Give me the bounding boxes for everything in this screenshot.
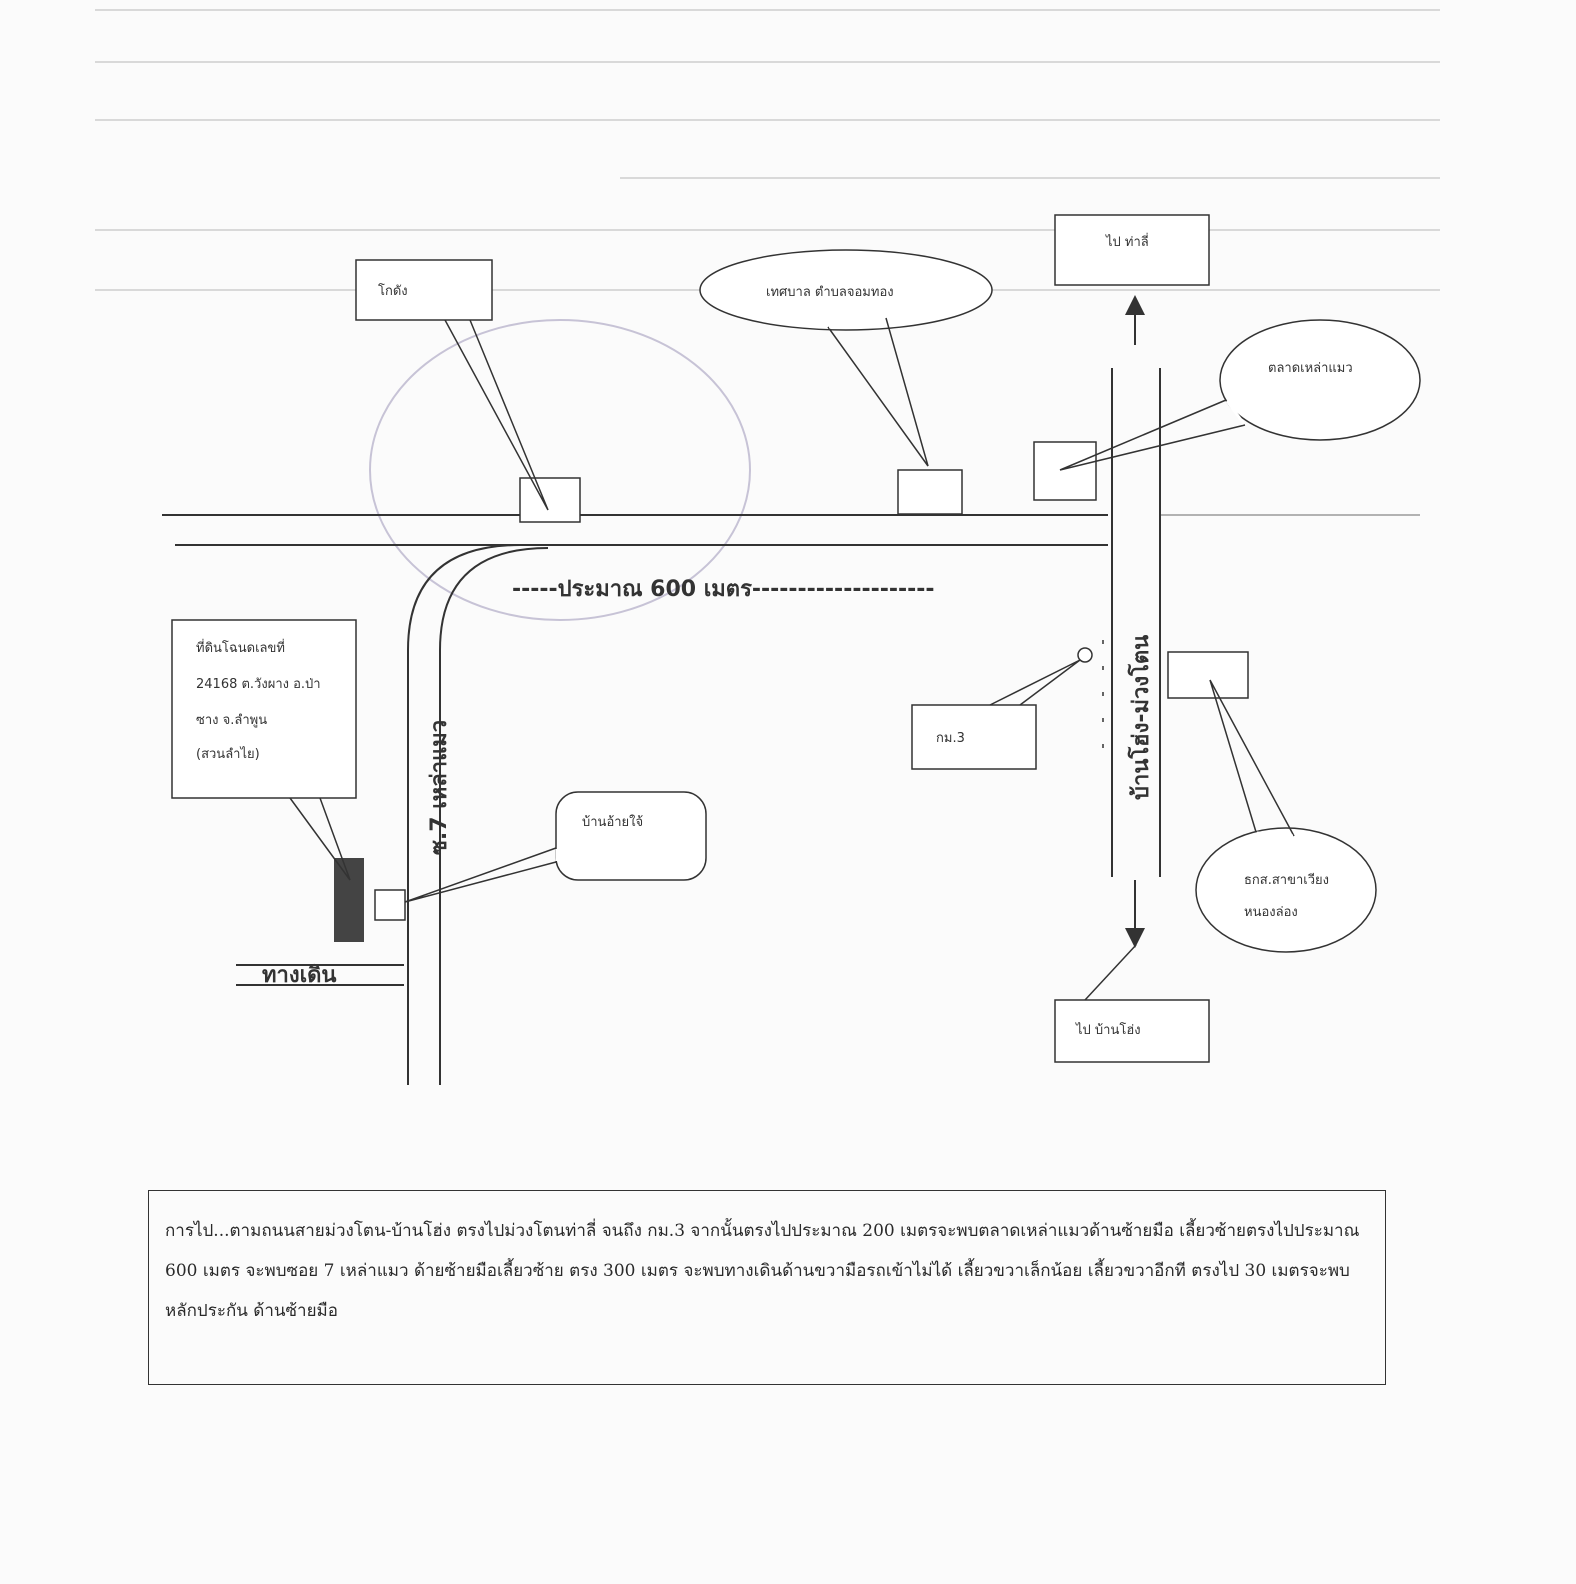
main-road-label: บ้านโฮ่ง-ม่วงโตน xyxy=(1127,635,1154,800)
ai-chai-callout xyxy=(555,791,707,881)
baac-building xyxy=(1167,651,1249,699)
market-callout xyxy=(1219,319,1421,441)
land-title-line-3: ซาง จ.ลำพูน xyxy=(196,713,267,728)
svg-text:ซาง จ.ลำพูน: ซาง จ.ลำพูน xyxy=(196,713,267,728)
svg-text:ที่ดินโฉนดเลขที่: ที่ดินโฉนดเลขที่ xyxy=(196,639,285,656)
directions-box: การไป...ตามถนนสายม่วงโตน-บ้านโฮ่ง ตรงไปม… xyxy=(148,1190,1386,1385)
to-tha-li-box xyxy=(1054,214,1210,286)
svg-text:24168 ต.วังผาง อ.ป่า: 24168 ต.วังผาง อ.ป่า xyxy=(196,677,321,692)
municipality-callout xyxy=(699,249,993,331)
warehouse-callout xyxy=(355,259,493,321)
soi7-label: ซ.7 เหล่าแมว xyxy=(427,720,452,855)
faint-stamp xyxy=(369,319,751,621)
baac-callout xyxy=(1195,827,1377,953)
municipality-building xyxy=(897,469,963,515)
km3-callout xyxy=(911,704,1037,770)
ai-chai-building xyxy=(374,889,406,921)
warehouse-building xyxy=(519,477,581,523)
land-title-callout xyxy=(171,619,357,799)
walkway-label: ทางเดิน xyxy=(262,963,336,988)
ai-chai-label: บ้านอ้ายใจ้ xyxy=(582,814,643,830)
market-building xyxy=(1033,441,1097,501)
svg-text:หนองล่อง: หนองล่อง xyxy=(1244,905,1298,920)
land-title-line-1: ที่ดินโฉนดเลขที่ xyxy=(196,639,285,656)
land-title-line-2: 24168 ต.วังผาง อ.ป่า xyxy=(196,677,321,692)
svg-text:ธกส.สาขาเวียง: ธกส.สาขาเวียง xyxy=(1244,872,1329,888)
market-label: ตลาดเหล่าแมว xyxy=(1268,361,1353,376)
to-tha-li-label: ไป ท่าลี่ xyxy=(1105,233,1149,250)
municipality-label: เทศบาล ตำบลจอมทอง xyxy=(766,285,894,300)
baac-line-1: ธกส.สาขาเวียง xyxy=(1244,872,1329,888)
km3-label: กม.3 xyxy=(936,731,965,746)
plot-marker xyxy=(334,858,364,942)
km3-marker xyxy=(1077,647,1093,663)
to-baan-hong-box xyxy=(1054,999,1210,1063)
baac-line-2: หนองล่อง xyxy=(1244,905,1298,920)
distance-label: -----ประมาณ 600 เมตร-------------------- xyxy=(512,577,935,602)
land-title-line-4: (สวนลำไย) xyxy=(196,746,260,762)
bleed-through-lines xyxy=(95,9,1440,291)
directions-text: การไป...ตามถนนสายม่วงโตน-บ้านโฮ่ง ตรงไปม… xyxy=(165,1221,1360,1321)
svg-text:(สวนลำไย): (สวนลำไย) xyxy=(196,746,260,762)
warehouse-label: โกดัง xyxy=(378,283,408,299)
to-baan-hong-label: ไป บ้านโฮ่ง xyxy=(1075,1022,1141,1038)
